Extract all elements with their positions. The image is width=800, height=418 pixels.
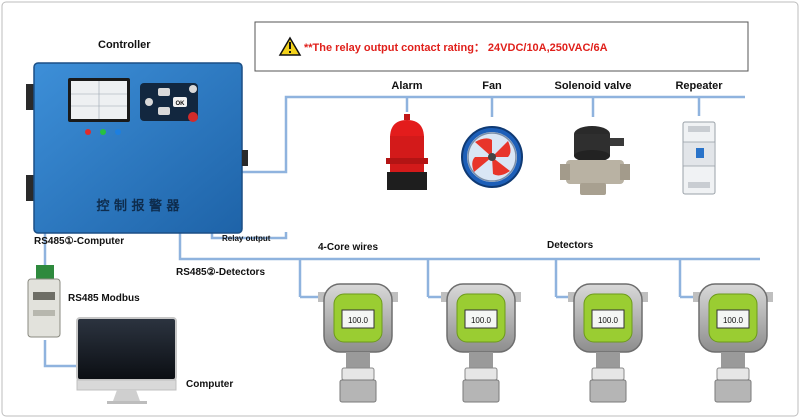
notice-text: **The relay output contact rating：24VDC/… bbox=[304, 42, 608, 54]
key-menu-icon[interactable] bbox=[189, 85, 197, 93]
relay-output-label: Relay output bbox=[222, 234, 271, 243]
detector-neck bbox=[346, 352, 370, 368]
repeater-label: Repeater bbox=[675, 80, 723, 92]
detector-tag bbox=[341, 367, 375, 381]
solenoid-valve-icon bbox=[560, 126, 630, 195]
key-down-icon[interactable] bbox=[158, 107, 170, 115]
controller-keypad bbox=[140, 83, 198, 121]
rs485-modbus-label: RS485 Modbus bbox=[68, 293, 140, 304]
gas-detector-4: 100.0 bbox=[693, 283, 773, 403]
wires bbox=[43, 95, 760, 368]
ok-button-label: OK bbox=[176, 101, 186, 107]
detector-tag bbox=[591, 367, 625, 381]
detector-neck bbox=[596, 352, 620, 368]
detector-display bbox=[716, 309, 750, 329]
detector-sensor-head bbox=[462, 379, 500, 403]
detector-sensor-head bbox=[589, 379, 627, 403]
gas-detector-1: 100.0 bbox=[318, 283, 398, 403]
notice-box bbox=[254, 21, 749, 72]
ok-button[interactable] bbox=[173, 97, 187, 107]
detector-neck bbox=[469, 352, 493, 368]
controller-unit: Controller OK 控 制 报 警 器 bbox=[26, 39, 248, 234]
four-core-wires-label: 4-Core wires bbox=[318, 242, 378, 253]
detector-tag bbox=[716, 367, 750, 381]
notice-prefix: **The relay output contact rating： bbox=[304, 42, 485, 54]
controller-panel-text: 控 制 报 警 器 bbox=[96, 198, 180, 214]
fan-icon bbox=[461, 126, 523, 188]
controller-hinge-bottom bbox=[26, 175, 34, 201]
controller-screen-grid bbox=[71, 81, 127, 119]
repeater-icon bbox=[682, 121, 716, 195]
controller-label: Controller bbox=[98, 39, 151, 51]
rs485-converter-icon bbox=[27, 265, 61, 338]
notice-rating: 24VDC/10A,250VAC/6A bbox=[488, 42, 608, 54]
alarm-led-icon bbox=[85, 129, 91, 135]
power-led-icon bbox=[100, 129, 106, 135]
detectors-label: Detectors bbox=[547, 240, 594, 251]
alarm-strobe-icon bbox=[386, 114, 428, 190]
detector-group: 100.0 100.0 100.0 100.0 bbox=[318, 283, 773, 403]
rs485-detector-bus bbox=[178, 232, 760, 261]
reset-button-icon[interactable] bbox=[188, 112, 198, 122]
detector-reading: 100.0 bbox=[471, 316, 492, 325]
detector-reading: 100.0 bbox=[348, 316, 369, 325]
rs485-detectors-label: RS485②-Detectors bbox=[176, 267, 265, 278]
controller-hinge-top bbox=[26, 84, 34, 110]
fan-label: Fan bbox=[482, 80, 502, 92]
alarm-label: Alarm bbox=[391, 80, 422, 92]
solenoid-valve-label: Solenoid valve bbox=[554, 80, 631, 92]
detector-sensor-head bbox=[339, 379, 377, 403]
detector-neck bbox=[721, 352, 745, 368]
detector-tag bbox=[464, 367, 498, 381]
detector-reading: 100.0 bbox=[723, 316, 744, 325]
detector-reading: 100.0 bbox=[598, 316, 619, 325]
relay-rating-notice: **The relay output contact rating：24VDC/… bbox=[254, 21, 749, 72]
relay-output-wire bbox=[240, 95, 745, 174]
detector-display bbox=[591, 309, 625, 329]
detector-sensor-head bbox=[714, 379, 752, 403]
computer-icon bbox=[76, 317, 177, 404]
converter-computer-wire bbox=[43, 340, 77, 368]
key-up-icon[interactable] bbox=[158, 88, 170, 96]
gas-detector-2: 100.0 bbox=[441, 283, 521, 403]
detector-display bbox=[464, 309, 498, 329]
gas-detector-3: 100.0 bbox=[568, 283, 648, 403]
fault-led-icon bbox=[115, 129, 121, 135]
rs485-computer-label: RS485①-Computer bbox=[34, 236, 124, 247]
warning-icon bbox=[278, 36, 302, 56]
detector-display bbox=[341, 309, 375, 329]
computer-label: Computer bbox=[186, 379, 233, 390]
relay-output-lead bbox=[210, 232, 288, 240]
controller-cable-port bbox=[242, 150, 248, 166]
key-left-icon[interactable] bbox=[145, 98, 153, 106]
